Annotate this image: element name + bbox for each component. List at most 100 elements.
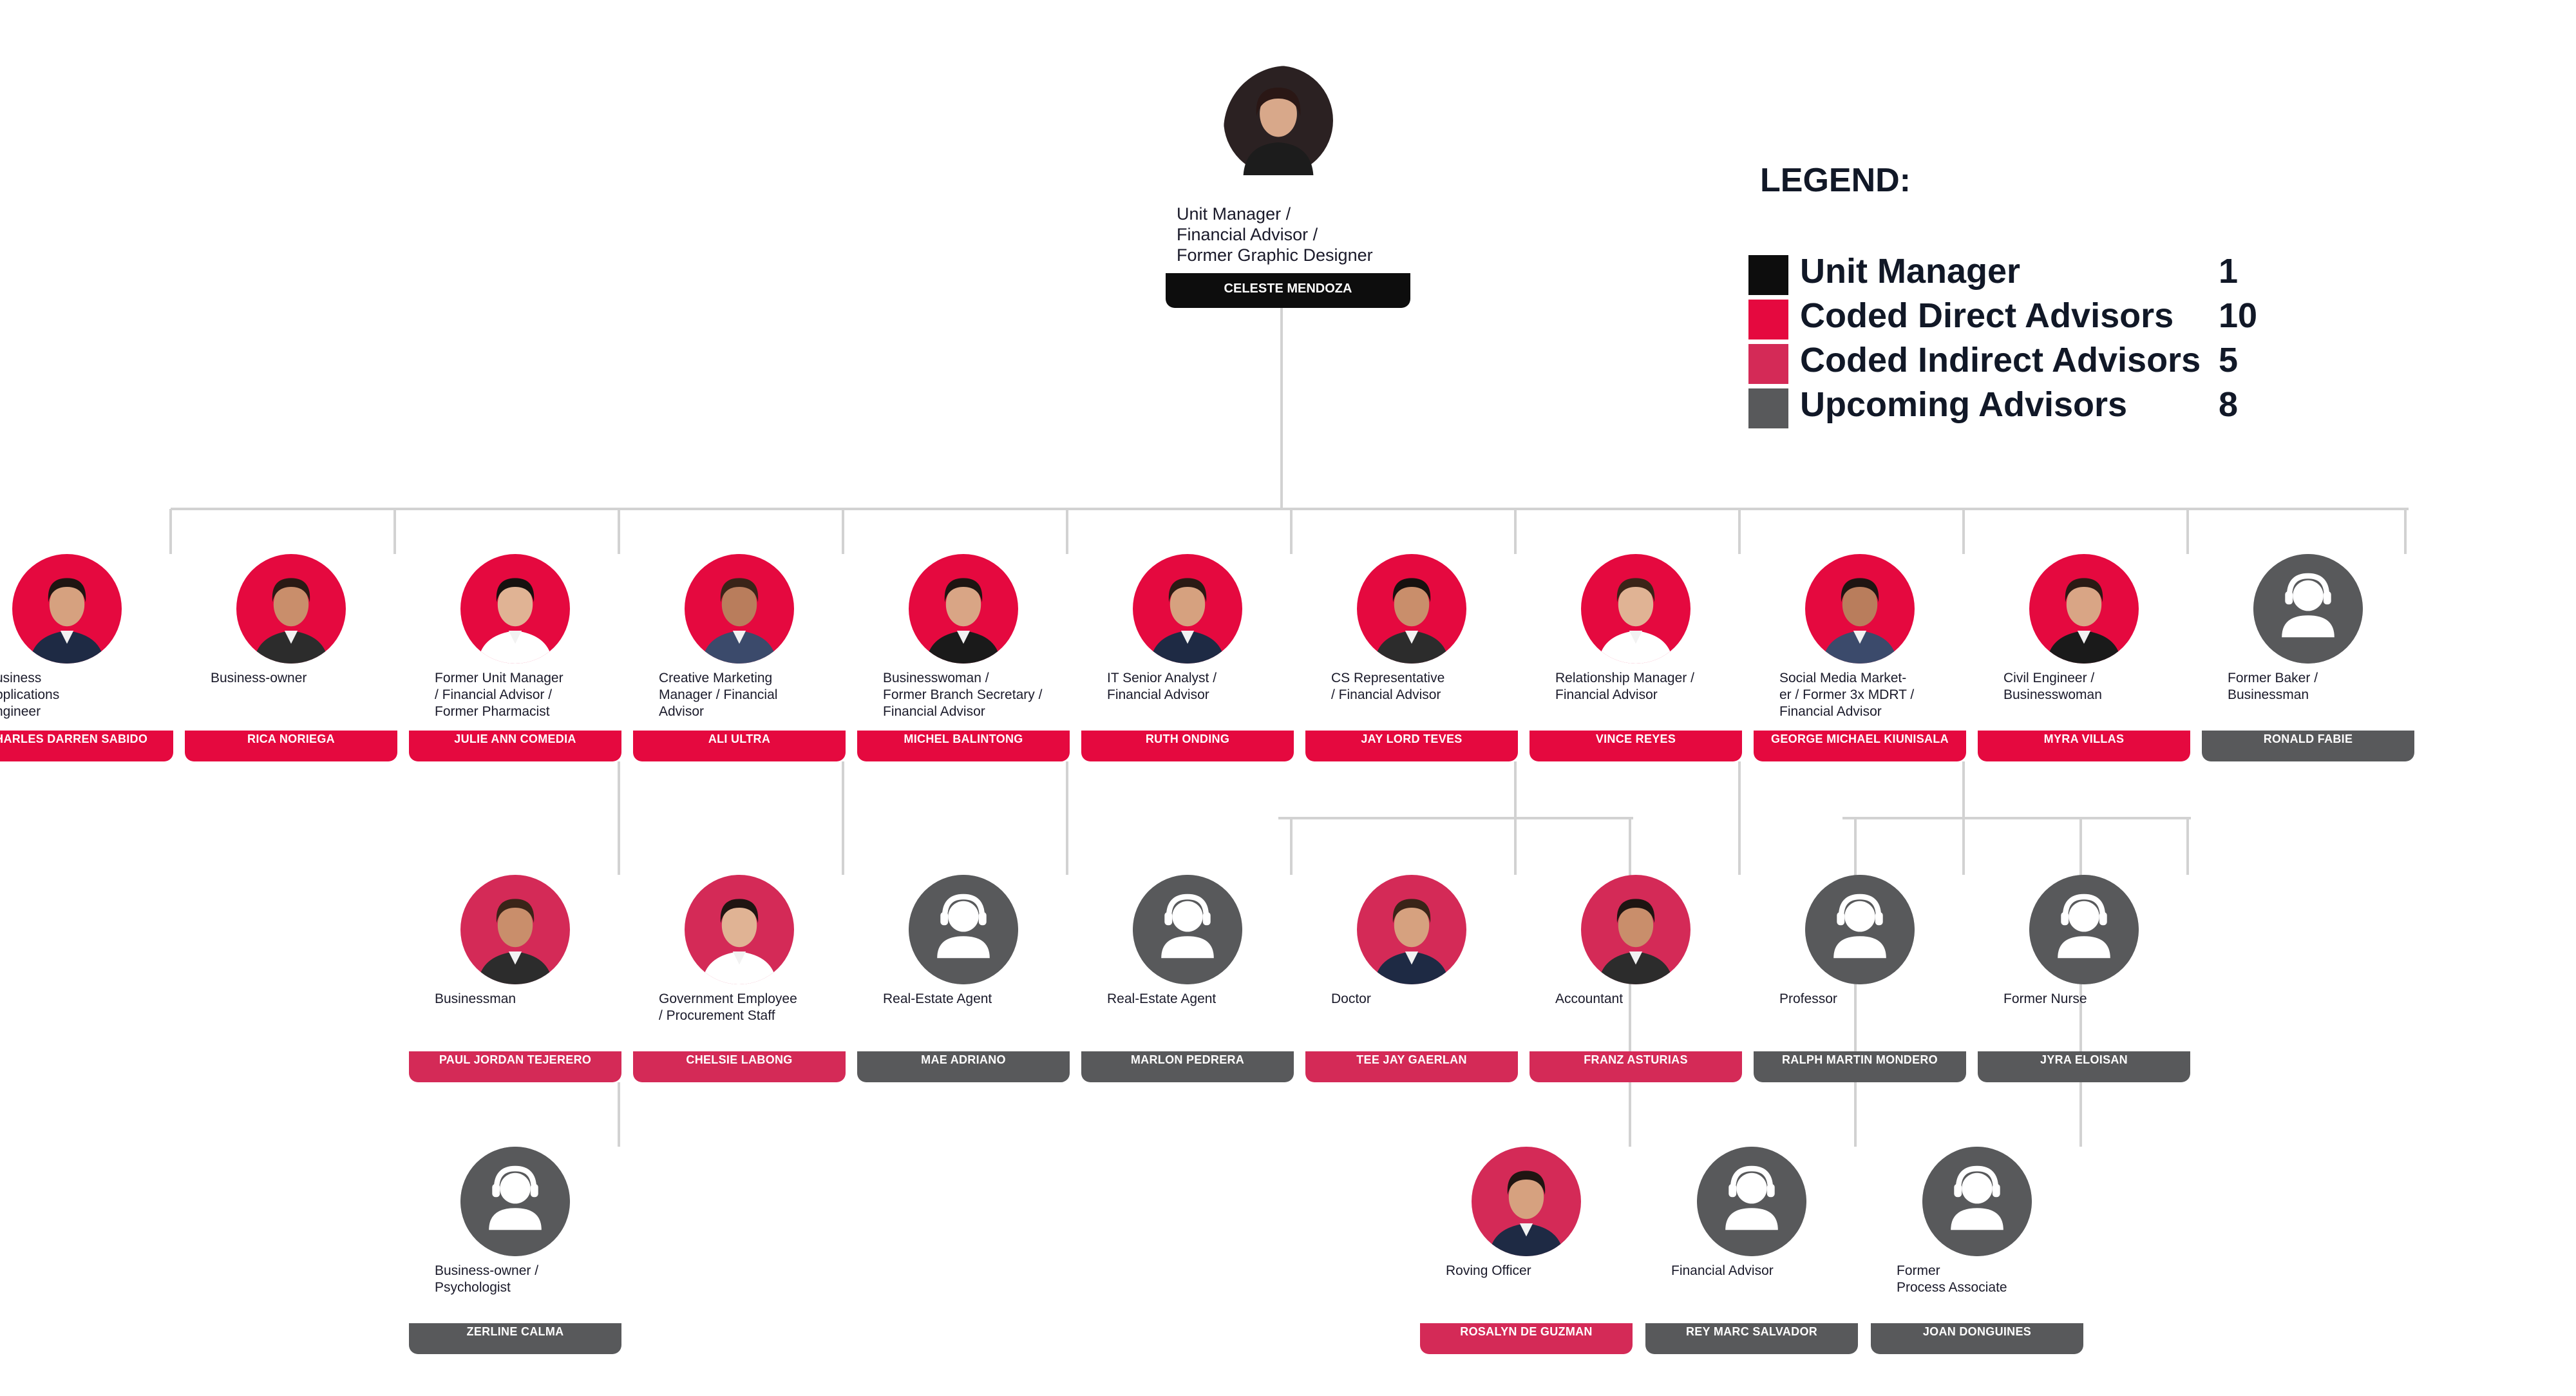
member-role: Professor: [1779, 991, 1973, 1008]
legend-title: LEGEND:: [1760, 162, 1911, 199]
member-name-bar: MICHEL BALINTONG: [857, 731, 1070, 761]
member-role-line: / Financial Advisor: [1331, 687, 1441, 702]
placeholder-person-icon: [2253, 554, 2363, 664]
person-photo-icon: [254, 578, 328, 664]
member-avatar: [1581, 875, 1690, 984]
member-role-line: Business: [0, 671, 42, 685]
member-role-line: Creative Marketing: [659, 671, 773, 685]
member-role-line: Civil Engineer /: [2003, 671, 2095, 685]
member-name-bar: VINCE REYES: [1530, 731, 1742, 761]
member-role: Businessman: [435, 991, 628, 1008]
member-name-bar: JOAN DONGUINES: [1871, 1323, 2083, 1354]
member-role: Accountant: [1555, 991, 1748, 1008]
member-role-line: Relationship Manager /: [1555, 671, 1694, 685]
member-role: CS Representative/ Financial Advisor: [1331, 670, 1524, 703]
member-role-line: Professor: [1779, 991, 1837, 1006]
person-photo-icon: [702, 578, 777, 664]
legend-swatch: [1748, 344, 1788, 384]
person-photo-icon: [2047, 578, 2121, 664]
member-role: BusinessApplicationsEngineer: [0, 670, 180, 720]
member-role-line: Government Employee: [659, 991, 797, 1006]
member-name-bar: JYRA ELOISAN: [1978, 1051, 2190, 1082]
member-name-bar: GEORGE MICHAEL KIUNISALA: [1754, 731, 1966, 761]
member-avatar: [1133, 875, 1242, 984]
member-role-line: Financial Advisor: [1555, 687, 1658, 702]
member-role-line: Real-Estate Agent: [883, 991, 992, 1006]
member-role-line: Businessman: [435, 991, 516, 1006]
member-role-line: IT Senior Analyst /: [1107, 671, 1217, 685]
member-role-line: er / Former 3x MDRT /: [1779, 687, 1915, 702]
member-node-george: Social Media Market-er / Former 3x MDRT …: [1754, 554, 1966, 767]
legend-label: Unit Manager: [1800, 252, 2021, 291]
member-role-line: Psychologist: [435, 1280, 511, 1295]
member-name-bar: MAE ADRIANO: [857, 1051, 1070, 1082]
legend-count: 1: [2219, 252, 2239, 291]
member-role: Former Baker /Businessman: [2228, 670, 2421, 703]
member-node-julie: Former Unit Manager/ Financial Advisor /…: [409, 554, 621, 767]
member-role: Relationship Manager / Financial Advisor: [1555, 670, 1748, 703]
head-avatar-photo: [1224, 66, 1352, 195]
member-role-line: Former Baker /: [2228, 671, 2318, 685]
member-role-line: Roving Officer: [1446, 1263, 1531, 1278]
person-photo-icon: [1823, 578, 1897, 664]
member-avatar: [2029, 554, 2139, 664]
member-role: Business-owner: [211, 670, 404, 687]
member-avatar: [1472, 1147, 1581, 1256]
member-role: Real-Estate Agent: [883, 991, 1076, 1008]
member-role-line: Applications: [0, 687, 60, 702]
member-role: Civil Engineer /Businesswoman: [2003, 670, 2197, 703]
legend-count: 8: [2219, 385, 2239, 424]
member-name-bar: FRANZ ASTURIAS: [1530, 1051, 1742, 1082]
member-name-bar: RUTH ONDING: [1081, 731, 1294, 761]
member-role-line: / Financial Advisor /: [435, 687, 553, 702]
member-role-line: Financial Advisor: [883, 704, 985, 719]
member-role-line: Financial Advisor: [1671, 1263, 1774, 1278]
member-role: IT Senior Analyst /Financial Advisor: [1107, 670, 1300, 703]
member-role: Financial Advisor: [1671, 1263, 1864, 1279]
legend-label: Coded Direct Advisors: [1800, 296, 2174, 335]
member-avatar: [1581, 554, 1690, 664]
member-avatar: [1133, 554, 1242, 664]
member-avatar: [460, 554, 570, 664]
member-avatar: [460, 1147, 570, 1256]
member-name-bar: ZERLINE CALMA: [409, 1323, 621, 1354]
member-role: Businesswoman /Former Branch Secretary /…: [883, 670, 1076, 720]
member-role-line: Manager / Financial: [659, 687, 778, 702]
member-role-line: Former: [1897, 1263, 1940, 1278]
legend-label: Coded Indirect Advisors: [1800, 341, 2201, 379]
person-photo-icon: [30, 578, 104, 664]
member-avatar: [909, 875, 1018, 984]
member-role-line: Doctor: [1331, 991, 1371, 1006]
member-role: Doctor: [1331, 991, 1524, 1008]
member-avatar: [2253, 554, 2363, 664]
person-photo-icon: [702, 899, 777, 984]
member-node-charles: BusinessApplicationsEngineerCHARLES DARR…: [0, 554, 173, 767]
member-role-line: Former Pharmacist: [435, 704, 550, 719]
head-role: Unit Manager / Financial Advisor / Forme…: [1177, 204, 1389, 265]
member-avatar: [1357, 554, 1466, 664]
person-photo-icon: [1224, 66, 1333, 175]
person-photo-icon: [478, 578, 553, 664]
member-role: Former Unit Manager/ Financial Advisor /…: [435, 670, 628, 720]
placeholder-person-icon: [460, 1147, 570, 1256]
legend-swatch: [1748, 388, 1788, 428]
placeholder-person-icon: [1805, 875, 1915, 984]
legend-swatch: [1748, 300, 1788, 339]
member-avatar: [1697, 1147, 1806, 1256]
legend-swatch: [1748, 255, 1788, 295]
member-avatar: [1805, 554, 1915, 664]
member-role-line: Former Branch Secretary /: [883, 687, 1043, 702]
member-name-bar: CHARLES DARREN SABIDO: [0, 731, 173, 761]
member-role: Business-owner /Psychologist: [435, 1263, 628, 1296]
legend-count: 10: [2219, 296, 2258, 335]
